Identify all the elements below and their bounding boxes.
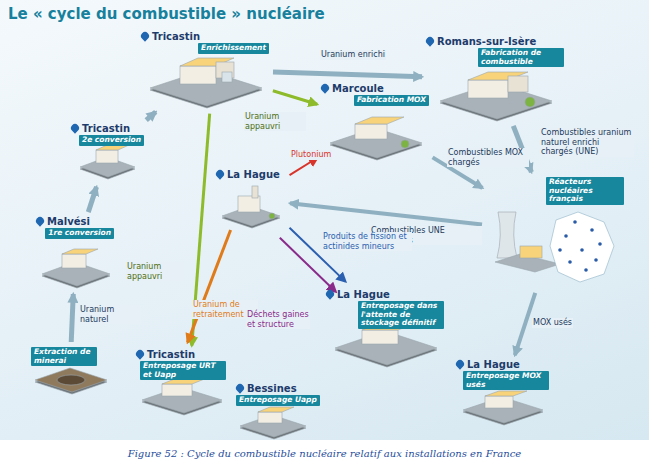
site-tag: Extraction de minerai	[31, 347, 97, 366]
platform	[440, 72, 552, 121]
flow-arrow	[88, 187, 96, 212]
site-name: Marcoule	[321, 83, 384, 94]
site-node: BessinesEntreposage Uapp	[235, 382, 321, 440]
diagram-title: Le « cycle du combustible » nucléaire	[8, 5, 325, 23]
figure-caption: Figure 52 : Cycle du combustible nucléai…	[0, 448, 649, 459]
site-tag: Entreposage Uapp	[236, 395, 320, 406]
platform	[222, 186, 280, 228]
site-name: La Hague	[216, 169, 280, 180]
platform	[142, 378, 222, 415]
flow-label: Uranium naturel	[79, 305, 141, 324]
site-name: Malvési	[36, 216, 90, 227]
flow-arrow	[188, 230, 231, 342]
flow-label: MOX usés	[532, 318, 573, 328]
platform	[150, 58, 262, 108]
site-name: Bessines	[236, 383, 297, 394]
flow-arrow	[273, 72, 422, 77]
reactor-illustration	[495, 212, 614, 282]
site-tag: Entreposage dans l'attente de stockage d…	[358, 301, 444, 329]
site-node: La HagueEntreposage MOX usés	[455, 358, 550, 428]
flow-label: Uranium enrichi	[320, 50, 386, 60]
flow-label: Plutonium	[290, 150, 332, 160]
site-tag: Entreposage URT et Uapp	[140, 361, 226, 380]
flow-arrow	[290, 158, 318, 175]
site-tag: 1re conversion	[45, 228, 114, 239]
flow-arrow	[290, 203, 482, 224]
site-node: TricastinEnrichissement	[140, 30, 270, 110]
mine-illustration	[35, 368, 107, 394]
site-node: Tricastin2e conversion	[70, 122, 145, 184]
site-node: Romans-sur-IsèreFabrication de combustib…	[425, 35, 565, 123]
flow-arrow	[146, 112, 156, 120]
site-name: Tricastin	[71, 123, 130, 134]
site-node: Malvési1re conversion	[35, 215, 115, 291]
flow-arrow	[71, 294, 73, 342]
platform	[330, 117, 422, 160]
site-name: La Hague	[456, 359, 520, 370]
flow-label: Déchets gaines et structure	[246, 310, 310, 329]
site-tag: 2e conversion	[79, 135, 144, 146]
flow-arrow	[273, 91, 317, 105]
platform	[335, 323, 437, 367]
site-name: La Hague	[326, 289, 390, 300]
platform	[463, 391, 543, 425]
platform	[42, 249, 110, 288]
site-node: La HagueEntreposage dans l'attente de st…	[325, 288, 445, 368]
site-node: TricastinEntreposage URT et Uapp	[135, 348, 227, 416]
site-tag: Enrichissement	[198, 43, 269, 54]
flow-label: Combustibles uranium naturel enrichi cha…	[540, 128, 634, 157]
platform	[240, 407, 306, 439]
site-tag: Entreposage MOX usés	[463, 371, 549, 390]
flow-label: Produits de fission et actinides mineurs	[322, 232, 412, 251]
platform	[80, 145, 135, 179]
site-node: Réacteurs nucléaires français	[485, 175, 625, 290]
site-name: Tricastin	[141, 31, 200, 42]
site-tag: Fabrication MOX	[354, 95, 429, 106]
site-node: La Hague	[215, 168, 287, 230]
site-tag: Réacteurs nucléaires français	[546, 177, 624, 205]
flow-label: Uranium appauvri	[244, 112, 306, 131]
flow-label: Combustibles MOX chargés	[447, 148, 529, 167]
site-node: Extraction de minerai	[30, 345, 110, 397]
site-tag: Fabrication de combustible	[478, 48, 564, 67]
flow-label: Uranium appauvri	[126, 262, 184, 281]
site-name: Tricastin	[136, 349, 195, 360]
site-node: MarcouleFabrication MOX	[320, 82, 430, 162]
site-name: Romans-sur-Isère	[426, 36, 536, 47]
